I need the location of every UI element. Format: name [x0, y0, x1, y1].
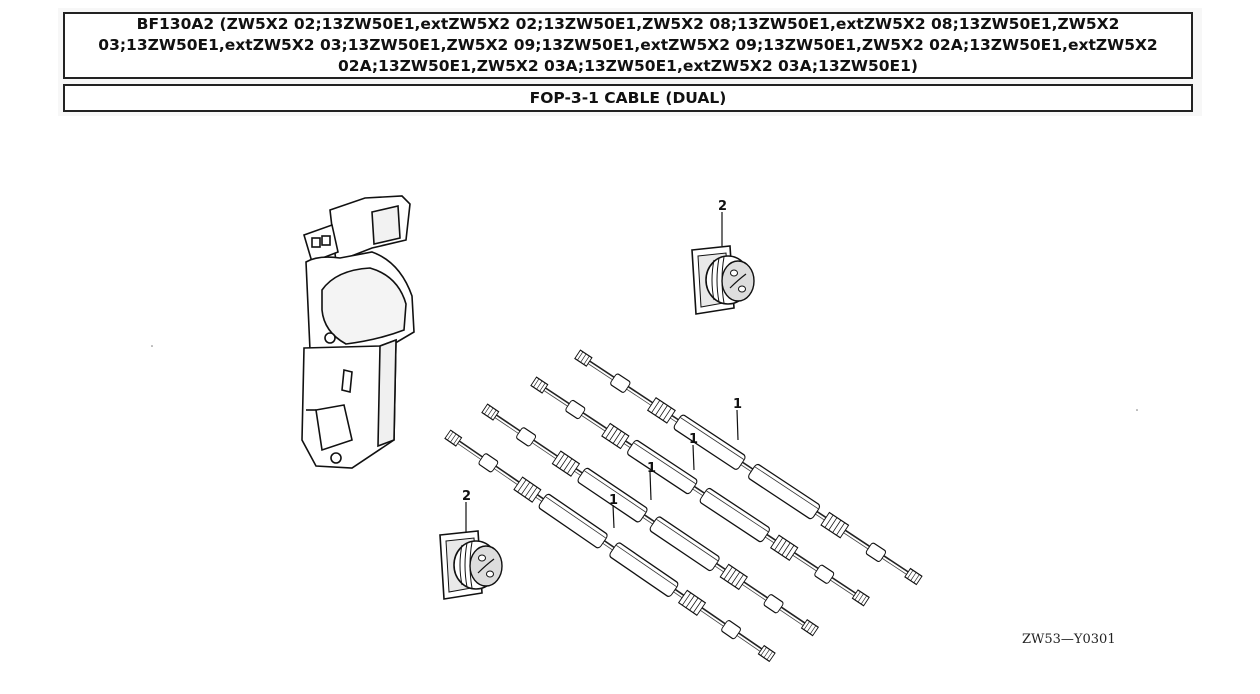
callout-grommet-top: 2 — [718, 199, 727, 214]
callout-leaders — [465, 212, 739, 532]
model-applicability-text: BF130A2 (ZW5X2 02;13ZW50E1,extZW5X2 02;1… — [98, 15, 1158, 75]
control-cable-3 — [478, 400, 821, 640]
grommet-bottom — [439, 530, 503, 600]
callout-cable-1: 1 — [733, 397, 742, 412]
grommet-top — [691, 245, 755, 315]
callout-cable-2: 1 — [689, 432, 698, 447]
header-panel: BF130A2 (ZW5X2 02;13ZW50E1,extZW5X2 02;1… — [58, 8, 1202, 116]
model-applicability-box: BF130A2 (ZW5X2 02;13ZW50E1,extZW5X2 02;1… — [63, 12, 1193, 79]
callout-grommet-bottom: 2 — [462, 489, 471, 504]
section-title-box: FOP-3-1 CABLE (DUAL) — [63, 84, 1193, 112]
callout-cable-4: 1 — [609, 493, 618, 508]
section-title: FOP-3-1 CABLE (DUAL) — [529, 89, 727, 107]
callout-cable-3: 1 — [647, 461, 656, 476]
diagram-reference-code: ZW53—Y0301 — [1022, 632, 1116, 647]
control-cable-2 — [527, 373, 872, 610]
remote-control-box-illustration — [301, 195, 415, 469]
